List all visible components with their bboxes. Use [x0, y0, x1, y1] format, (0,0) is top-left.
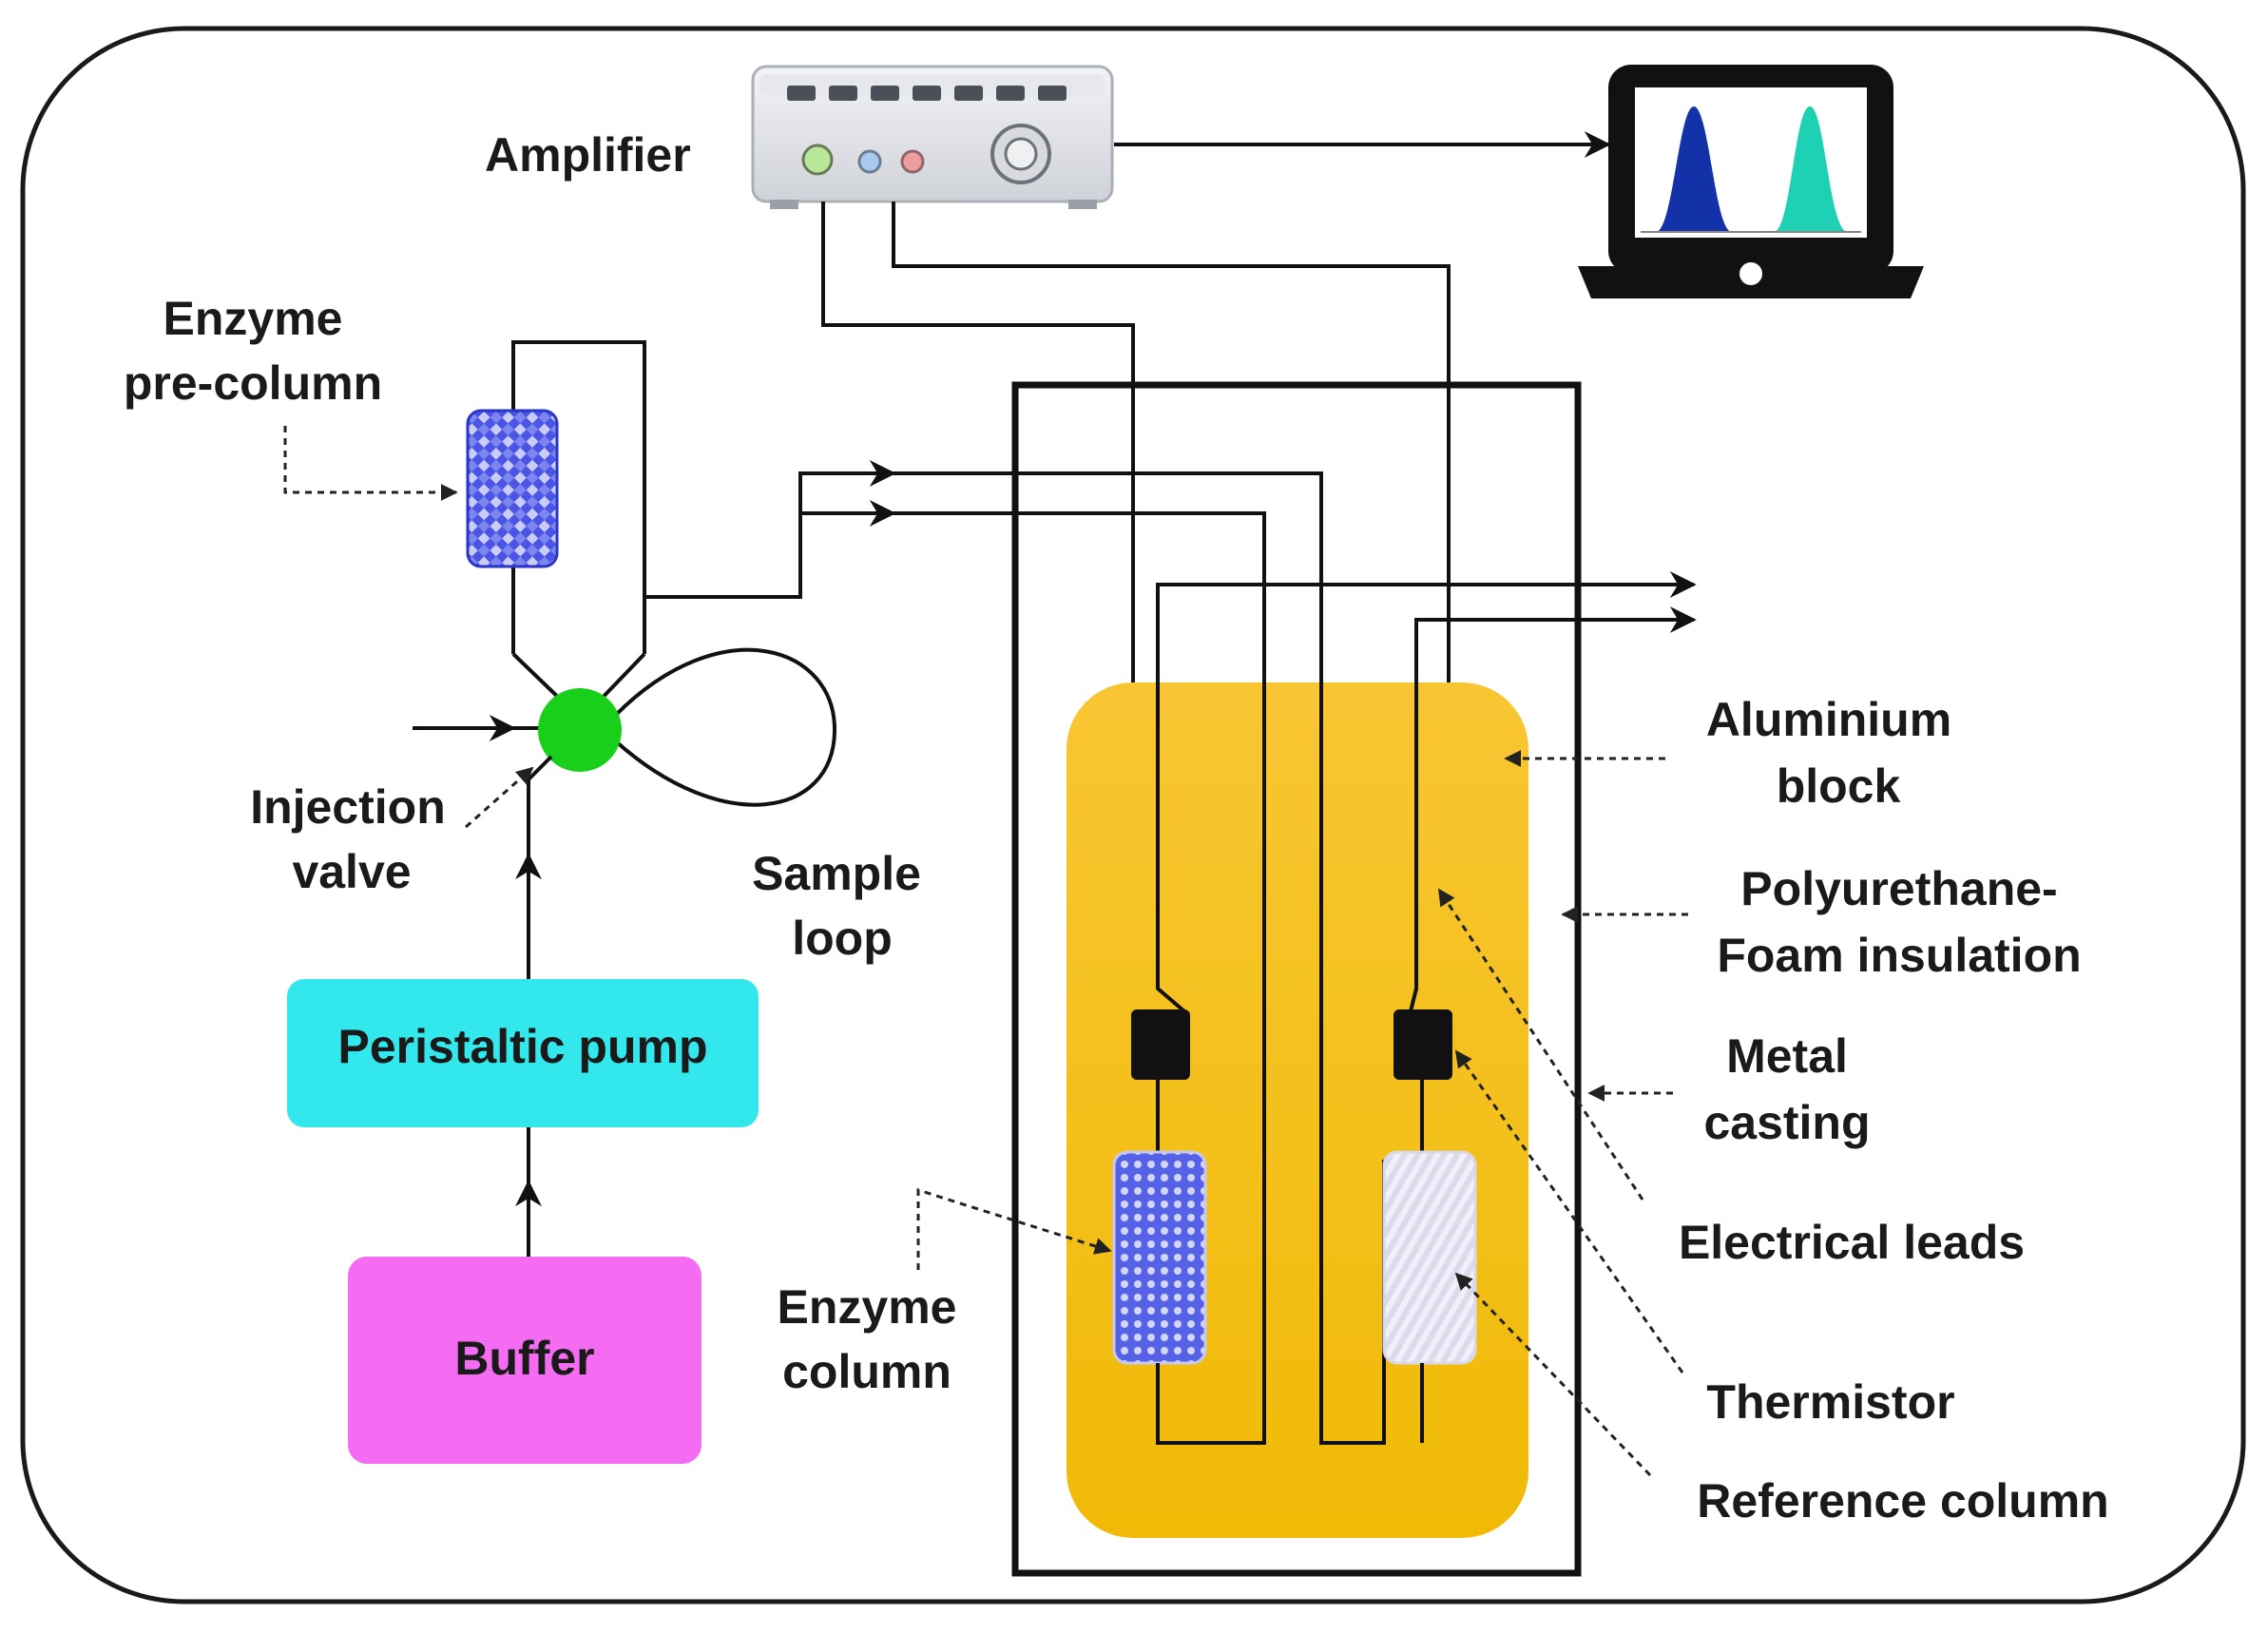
peristaltic-pump-label: Peristaltic pump [338, 1020, 708, 1073]
reference-column-pointer [1454, 1272, 1652, 1477]
reference-column-label: Reference column [1697, 1474, 2108, 1527]
flow-line-out [646, 500, 896, 599]
enzyme-column [1112, 1150, 1207, 1365]
peak-1 [1656, 106, 1732, 232]
polyurethane-label-1: Polyurethane- [1740, 862, 2057, 915]
enzyme-column-label-1: Enzyme [778, 1280, 957, 1334]
peristaltic-pump [287, 979, 759, 1127]
thermistor-enzyme [1131, 1009, 1190, 1080]
sample-loop-label-1: Sample [752, 847, 921, 900]
injection-valve-label-1: Injection [250, 780, 446, 834]
sample-loop [614, 647, 837, 807]
aluminium-block [1067, 682, 1528, 1538]
enzyme-precolumn-label-2: pre-column [124, 356, 382, 410]
metal-casting-label-1: Metal [1726, 1029, 1848, 1083]
enzyme-precolumn-label-1: Enzyme [163, 292, 343, 345]
enzyme-column-label-2: column [782, 1345, 951, 1398]
aluminium-block-label-2: block [1777, 759, 1901, 813]
outflow-enzyme [1156, 571, 1697, 1013]
thermistor-label: Thermistor [1706, 1375, 1954, 1429]
buffer-label: Buffer [454, 1332, 594, 1385]
precolumn-pointer [283, 426, 458, 501]
valve-pointer [465, 766, 534, 829]
polyurethane-label-2: Foam insulation [1717, 929, 2081, 982]
metal-casting-label-2: casting [1703, 1096, 1870, 1149]
sample-loop-label-2: loop [792, 912, 893, 965]
reference-column [1382, 1150, 1477, 1365]
peak-2 [1774, 106, 1848, 232]
thermistor-reference [1393, 1009, 1452, 1080]
amplifier-label: Amplifier [485, 128, 691, 182]
enzyme-column-pointer [916, 1187, 1112, 1270]
enzyme-precolumn [466, 409, 559, 568]
laptop-icon [1578, 65, 1924, 298]
buffer-reservoir [348, 1257, 702, 1464]
electrical-leads-label: Electrical leads [1679, 1216, 2025, 1269]
injection-valve-icon [538, 688, 622, 772]
flow-line-split [798, 460, 896, 513]
thermistor-pointer [1454, 1049, 1684, 1374]
outflow-reference [1409, 606, 1697, 1012]
amplifier-device-icon [751, 65, 1114, 209]
aluminium-block-label-1: Aluminium [1706, 693, 1951, 746]
injection-valve-label-2: valve [292, 845, 411, 898]
metal-casting [1011, 381, 1582, 1577]
